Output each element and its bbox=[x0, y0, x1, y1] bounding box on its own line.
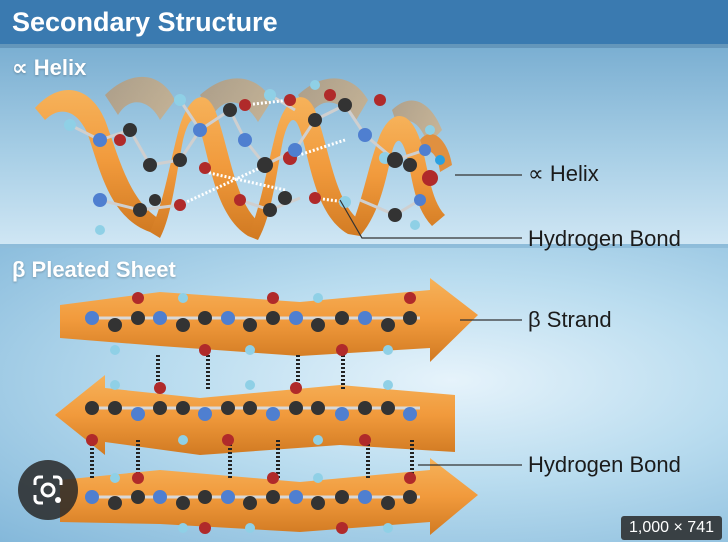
leader-lines bbox=[339, 174, 522, 466]
label-alpha-helix: ∝ Helix bbox=[528, 161, 599, 186]
label-sheet-hydrogen-bond: Hydrogen Bond bbox=[528, 452, 681, 477]
beta-strand-middle bbox=[55, 375, 455, 455]
image-dimensions-badge: 1,000 × 741 bbox=[621, 516, 722, 540]
label-helix-hydrogen-bond: Hydrogen Bond bbox=[528, 226, 681, 251]
google-lens-button[interactable] bbox=[18, 460, 78, 520]
alpha-helix-ribbon bbox=[35, 76, 452, 241]
page-title: Secondary Structure bbox=[0, 0, 728, 44]
helix-section-title: ∝ Helix bbox=[12, 55, 87, 80]
alpha-helix-atoms bbox=[64, 80, 445, 235]
sheet-section-title: β Pleated Sheet bbox=[12, 257, 176, 282]
beta-sheet-atoms bbox=[85, 292, 420, 534]
google-lens-icon bbox=[33, 475, 63, 505]
label-beta-strand: β Strand bbox=[528, 307, 612, 332]
